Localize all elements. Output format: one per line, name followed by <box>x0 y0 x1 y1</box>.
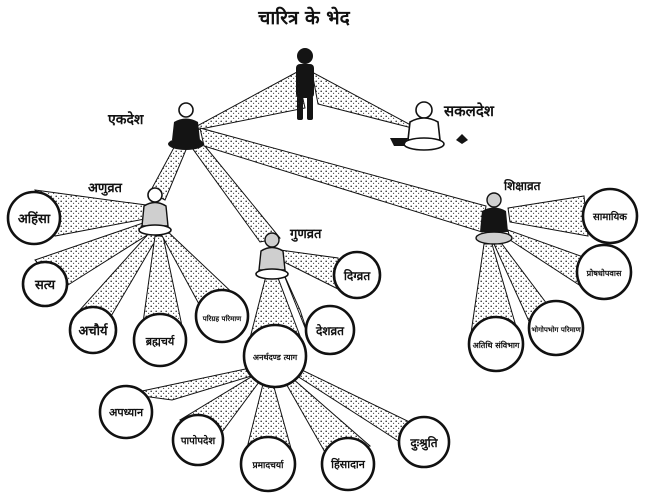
label-shikshavrat: शिक्षाव्रत <box>503 179 542 193</box>
svg-text:सत्य: सत्य <box>34 278 56 293</box>
anuvrat-node-ahimsa: अहिंसा <box>6 190 62 246</box>
cone-shiksha-1 <box>507 195 589 237</box>
svg-text:परिग्रह परिमाण: परिग्रह परिमाण <box>202 314 242 323</box>
shiksha-node-bhogopbhog: भोगोपभोग परिमाण <box>527 299 585 357</box>
standing-figure-icon <box>296 48 314 120</box>
anarth-node-papopadesh: पापोपदेश <box>171 413 225 467</box>
svg-text:अपध्यान: अपध्यान <box>109 406 144 419</box>
diagram-title: चारित्र के भेद <box>257 6 350 29</box>
anarth-node-dushruti: दुःश्रुति <box>397 415 451 469</box>
shiksha-node-atithi: अतिथि संविभाग <box>467 315 525 373</box>
anuvrat-node-brahmacharya: ब्रह्मचर्य <box>132 312 188 368</box>
label-sakaldesh: सकलदेश <box>443 102 495 120</box>
svg-text:दुःश्रुति: दुःश्रुति <box>409 436 438 451</box>
cone-top-to-sakaldesh <box>311 71 421 131</box>
label-gunavrat: गुणव्रत <box>289 227 322 242</box>
svg-text:भोगोपभोग परिमाण: भोगोपभोग परिमाण <box>531 325 581 334</box>
svg-text:अतिथि संविभाग: अतिथि संविभाग <box>473 340 520 350</box>
gunavrat-node-digvrat: दिग्व्रत <box>332 250 382 300</box>
svg-text:दिग्व्रत: दिग्व्रत <box>343 269 372 283</box>
svg-text:पापोपदेश: पापोपदेश <box>180 434 217 447</box>
ekdesh-seated-figure-icon <box>168 102 204 150</box>
svg-text:अहिंसा: अहिंसा <box>18 210 51 227</box>
sakaldesh-seated-figure-icon <box>390 101 468 151</box>
gunavrat-seated-figure-icon <box>255 232 289 280</box>
shikshavrat-seated-figure-icon <box>475 192 513 245</box>
cone-top-to-ekdesh <box>185 71 306 133</box>
shiksha-node-proshadhopavas: प्रोषधोपवास <box>575 243 633 301</box>
anuvrat-seated-figure-icon <box>138 187 172 236</box>
label-anuvrat: अणुव्रत <box>88 181 123 196</box>
gunavrat-node-anarthdand: अनर्थदण्ड त्याग <box>242 323 308 389</box>
cone-gunavrat-1 <box>279 249 341 291</box>
anuvrat-node-achaurya: अचौर्य <box>68 305 118 355</box>
gunavrat-node-deshvrat: देशव्रत <box>304 304 356 356</box>
svg-text:ब्रह्मचर्य: ब्रह्मचर्य <box>145 334 175 348</box>
svg-text:प्रमादचर्या: प्रमादचर्या <box>252 459 285 471</box>
svg-text:अनर्थदण्ड त्याग: अनर्थदण्ड त्याग <box>253 352 298 362</box>
anarth-node-pramadcharya: प्रमादचर्या <box>239 435 297 493</box>
label-ekdesh: एकदेश <box>107 111 144 128</box>
svg-text:प्रोषधोपवास: प्रोषधोपवास <box>586 268 622 278</box>
anarth-node-apadhyan: अपध्यान <box>98 384 154 440</box>
anuvrat-node-parigraha: परिग्रह परिमाण <box>194 288 250 344</box>
svg-text:अचौर्य: अचौर्य <box>78 323 108 339</box>
svg-text:देशव्रत: देशव्रत <box>315 324 345 338</box>
svg-text:सामायिक: सामायिक <box>592 210 628 223</box>
svg-text:हिंसादान: हिंसादान <box>330 457 366 471</box>
anarth-node-hinsadan: हिंसादान <box>320 436 376 492</box>
shiksha-node-samayik: सामायिक <box>581 187 639 245</box>
anuvrat-node-satya: सत्य <box>21 260 69 308</box>
